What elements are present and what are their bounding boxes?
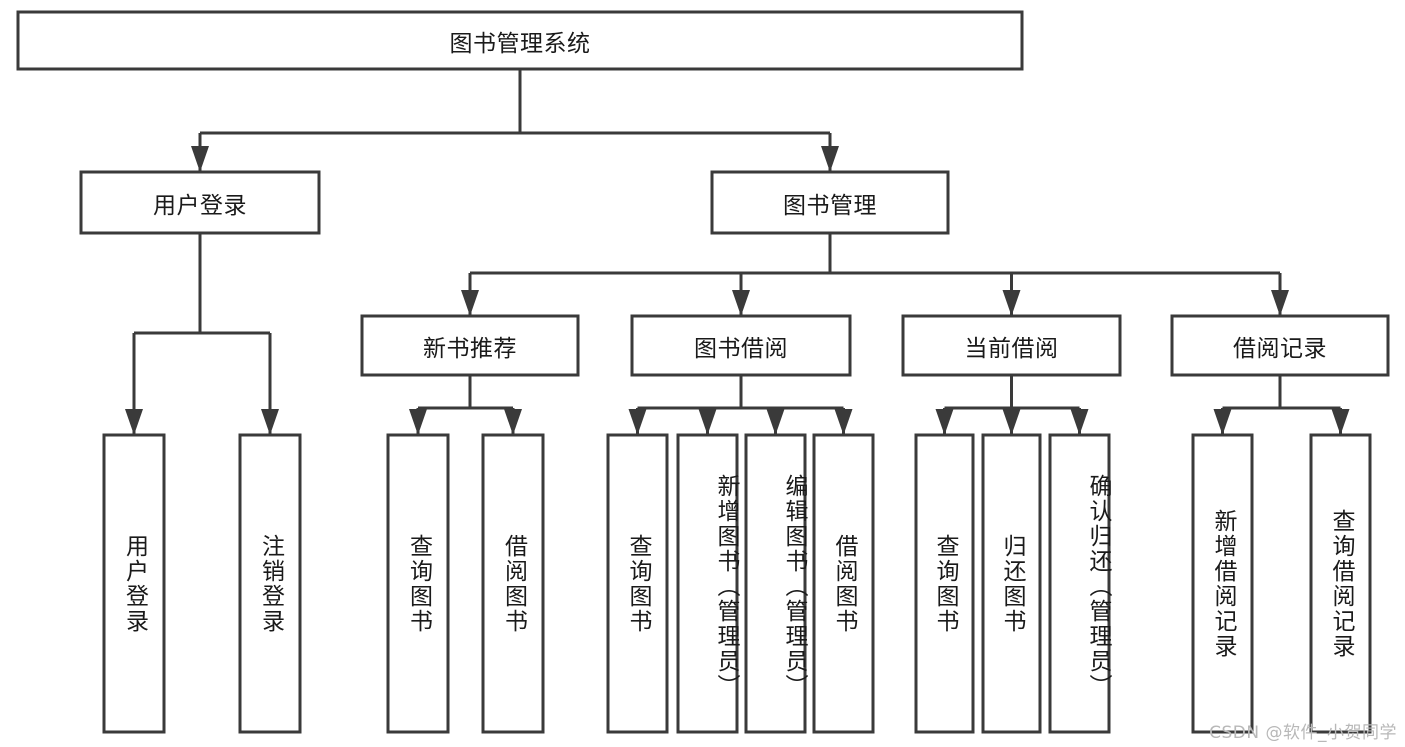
node-box-leaf-borrow-book-1[interactable] xyxy=(481,433,545,734)
arrow-head-icon xyxy=(409,409,427,435)
node-box-leaf-add-record[interactable] xyxy=(1191,433,1254,734)
node-box-leaf-query-book-2[interactable] xyxy=(606,433,669,734)
node-box-current-borrow[interactable] xyxy=(901,314,1122,377)
arrow-head-icon xyxy=(125,409,143,435)
node-box-new-book-rec[interactable] xyxy=(360,314,580,377)
node-box-leaf-return-book[interactable] xyxy=(981,433,1042,734)
arrow-head-icon xyxy=(1002,290,1021,316)
arrow-head-icon xyxy=(1213,409,1232,435)
node-box-book-manage[interactable] xyxy=(710,170,950,235)
node-box-leaf-query-record[interactable] xyxy=(1309,433,1372,734)
boxes-layer xyxy=(16,10,1390,734)
arrow-head-icon xyxy=(732,290,750,316)
arrow-head-icon xyxy=(1002,409,1021,435)
arrow-head-icon xyxy=(261,409,279,435)
arrow-head-icon xyxy=(698,409,717,435)
arrow-head-icon xyxy=(935,409,954,435)
arrow-head-icon xyxy=(834,409,853,435)
node-box-leaf-query-book-3[interactable] xyxy=(914,433,975,734)
node-box-leaf-add-book[interactable] xyxy=(676,433,739,734)
node-box-user-login[interactable] xyxy=(79,170,321,235)
arrow-head-icon xyxy=(191,146,209,172)
node-box-leaf-query-book-1[interactable] xyxy=(386,433,450,734)
arrow-head-icon xyxy=(504,409,522,435)
node-box-leaf-user-login[interactable] xyxy=(102,433,166,734)
node-box-leaf-edit-book[interactable] xyxy=(744,433,807,734)
node-box-leaf-borrow-book-2[interactable] xyxy=(812,433,875,734)
node-box-leaf-logout[interactable] xyxy=(238,433,302,734)
arrow-head-icon xyxy=(766,409,785,435)
arrow-head-icon xyxy=(1070,409,1089,435)
node-box-borrow-record[interactable] xyxy=(1170,314,1390,377)
connectors-layer xyxy=(125,69,1350,435)
arrow-head-icon xyxy=(821,146,839,172)
arrow-head-icon xyxy=(1331,409,1350,435)
node-box-book-borrow[interactable] xyxy=(630,314,852,377)
node-box-root[interactable] xyxy=(16,10,1024,71)
arrow-head-icon xyxy=(1271,290,1289,316)
arrow-head-icon xyxy=(461,290,479,316)
arrow-head-icon xyxy=(628,409,647,435)
node-box-leaf-confirm-return[interactable] xyxy=(1048,433,1111,734)
